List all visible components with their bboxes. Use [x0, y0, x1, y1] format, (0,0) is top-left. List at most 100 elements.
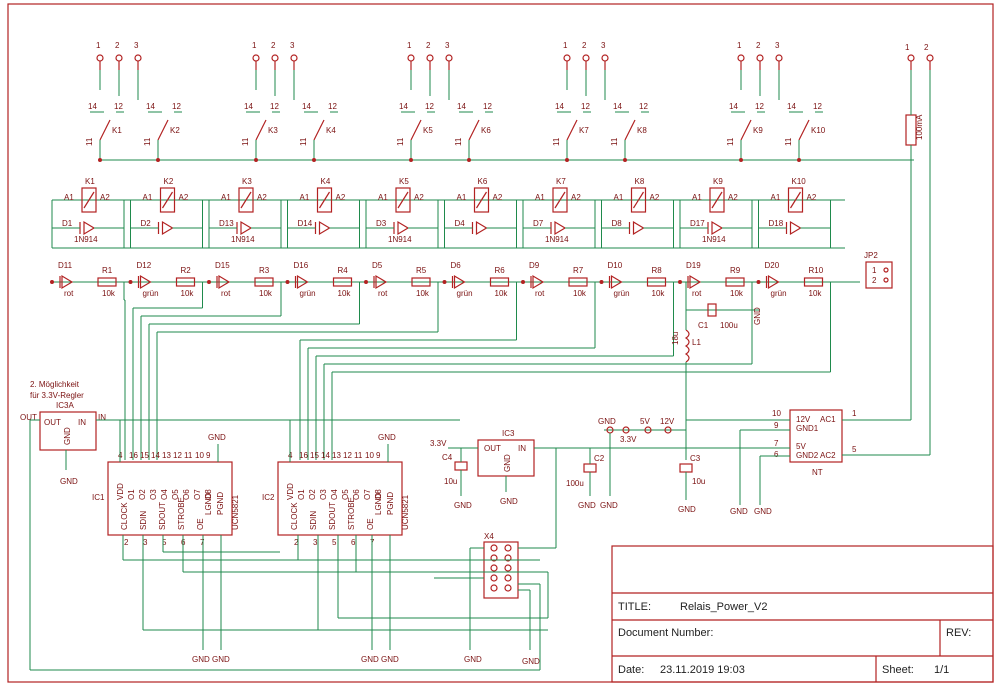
x4-pin-l3 — [490, 564, 498, 572]
contact-label-2: K2 — [170, 126, 180, 135]
x4-pin-r2 — [504, 554, 512, 562]
led-7 — [532, 274, 545, 290]
contact-pin-12-7: 12 — [581, 102, 590, 111]
contact-label-5: K5 — [423, 126, 433, 135]
led-value-8: grün — [614, 289, 630, 298]
contact-pin-14-4: 14 — [302, 102, 311, 111]
driver-1-bot-pin-3: STROBE — [177, 497, 186, 530]
coil-5 — [395, 187, 411, 213]
coil-a1-10: A1 — [771, 193, 781, 202]
title-value: Relais_Power_V2 — [680, 601, 767, 613]
driver-1-num-6: 11 — [184, 451, 193, 460]
driver-ic-part-2: UCN5821 — [401, 494, 410, 530]
power-connector: 1 2 — [905, 43, 934, 70]
tp-gnd-label: GND — [598, 417, 616, 426]
diode-value-9: 1N914 — [702, 235, 726, 244]
resistor-name-9: R9 — [730, 266, 741, 275]
contact-switch-5 — [410, 119, 422, 141]
contact-pin-14-10: 14 — [787, 102, 796, 111]
resistor-name-7: R7 — [573, 266, 584, 275]
led-name-4: D16 — [294, 261, 309, 270]
contact-pin-12-4: 12 — [328, 102, 337, 111]
connector-5-pin-label-2: 2 — [756, 41, 761, 50]
led-name-6: D6 — [451, 261, 462, 270]
connector-1-pin-label-2: 2 — [115, 41, 120, 50]
power-pin-1: 1 — [905, 43, 910, 52]
driver-1-bot-pin-2: SDOUT — [158, 502, 167, 530]
led-name-8: D10 — [608, 261, 623, 270]
resistor-2 — [175, 277, 196, 287]
led-10 — [767, 274, 780, 290]
driver-1-num-2: 15 — [140, 451, 149, 460]
c2-capacitor — [583, 463, 597, 473]
diode-name-7: D7 — [533, 219, 544, 228]
coil-label-1: K1 — [85, 177, 95, 186]
diode-value-3: 1N914 — [231, 235, 255, 244]
driver-1-gnd-pin-1: PGND — [216, 492, 225, 515]
c1-name: C1 — [698, 321, 709, 330]
diode-name-3: D13 — [219, 219, 234, 228]
connector-5-pin-label-1: 1 — [737, 41, 742, 50]
connector-5-pin-3 — [775, 54, 783, 62]
contact-pin-14-7: 14 — [555, 102, 564, 111]
driver-2-gnd-pin-0: LGND — [374, 493, 383, 515]
contact-pin-11-9: 11 — [726, 137, 735, 146]
coil-1 — [81, 187, 97, 213]
contact-pin-14-3: 14 — [244, 102, 253, 111]
flyback-diode-7 — [554, 220, 567, 236]
coil-a2-8: A2 — [650, 193, 660, 202]
ic3a-out: OUT — [44, 418, 61, 427]
driver-1-bot-num-1: 3 — [143, 538, 148, 547]
l1-inductor — [684, 329, 690, 363]
contact-pin-14-6: 14 — [457, 102, 466, 111]
driver-2-bot-num-2: 5 — [332, 538, 337, 547]
connector-5-pin-2 — [756, 54, 764, 62]
driver-2-bot-pin-2: SDOUT — [328, 502, 337, 530]
x4-pin-r3 — [504, 564, 512, 572]
ic3-name: IC3 — [502, 429, 515, 438]
note-line-2: für 3.3V-Regler — [30, 391, 84, 400]
c2-value: 100u — [566, 479, 584, 488]
driver-2-bot-pin-4: OE — [366, 518, 375, 530]
driver-1-num-7: 10 — [195, 451, 204, 460]
driver-2-num-5: 12 — [343, 451, 352, 460]
connector-2-pin-1 — [252, 54, 260, 62]
coil-label-10: K10 — [792, 177, 807, 186]
coil-a1-4: A1 — [300, 193, 310, 202]
connector-3-pin-label-1: 1 — [407, 41, 412, 50]
driver-2-pin-3: O3 — [319, 489, 328, 500]
driver-1-pin-4: O4 — [160, 489, 169, 500]
resistor-name-3: R3 — [259, 266, 270, 275]
coil-a1-8: A1 — [614, 193, 624, 202]
contact-switch-9 — [740, 119, 752, 141]
contact-switch-2 — [157, 119, 169, 141]
connector-5-pin-1 — [737, 54, 745, 62]
connector-4-pin-3 — [601, 54, 609, 62]
driver-1-bot-pin-4: OE — [196, 518, 205, 530]
contact-switch-1 — [99, 119, 111, 141]
resistor-name-1: R1 — [102, 266, 113, 275]
driver-2-pin-7: O7 — [363, 489, 372, 500]
x4-pin-l2 — [490, 554, 498, 562]
contact-pin-11-7: 11 — [552, 137, 561, 146]
contact-pin-14-5: 14 — [399, 102, 408, 111]
flyback-diode-5 — [397, 220, 410, 236]
resistor-7 — [568, 277, 588, 287]
x4-pin-r5 — [504, 584, 512, 592]
driver-2-num-8: 9 — [376, 451, 381, 460]
driver-ic-2 — [277, 461, 403, 536]
nt-num-1: 1 — [852, 409, 857, 418]
connector-4-pin-label-2: 2 — [582, 41, 587, 50]
driver-1-gnd-pin-0: LGND — [204, 493, 213, 515]
nt-num-7: 7 — [774, 439, 779, 448]
connector-4-pin-label-3: 3 — [601, 41, 606, 50]
coil-a1-3: A1 — [221, 193, 231, 202]
c4-gnd-sym: GND — [454, 501, 472, 510]
led-name-9: D19 — [686, 261, 701, 270]
coil-a2-6: A2 — [493, 193, 503, 202]
driver-1-pin-7: O7 — [193, 489, 202, 500]
driver-2-num-1: 16 — [299, 451, 308, 460]
led-value-6: grün — [457, 289, 473, 298]
resistor-value-4: 10k — [338, 289, 352, 298]
diode-name-6: D4 — [455, 219, 466, 228]
